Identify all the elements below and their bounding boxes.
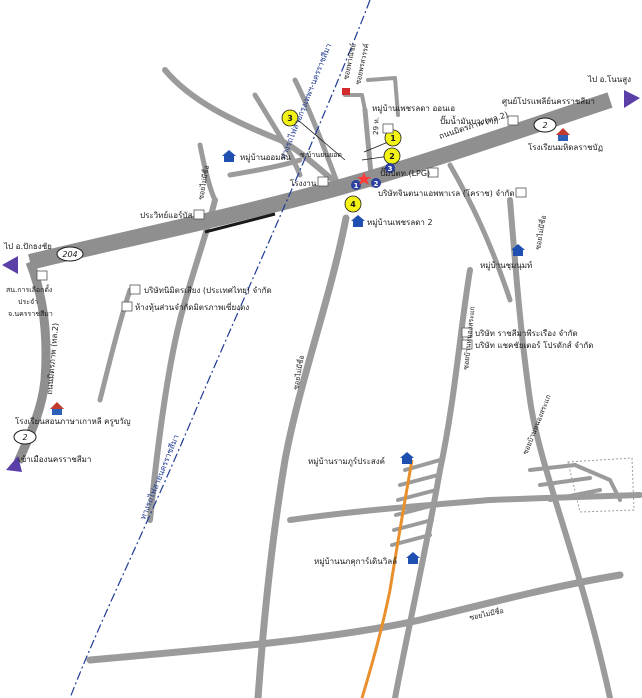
label-ban-noppakao: หมู่บ้านนภคุการ์เดินวิลล์: [314, 556, 397, 567]
house-icon-phet-lada-2: [351, 215, 365, 227]
label-ban-om-sin: หมู่บ้านออมสิน: [240, 153, 291, 163]
label-lottery-center: ศูนย์โปรแพลีย์นครราชสีมา: [502, 96, 595, 107]
box-anchor: [461, 339, 473, 350]
label-factory: โรงงาน: [290, 178, 317, 188]
label-anchor-company: บริษัท แชคชัยเตอร์ โปรดักส์ จำกัด: [475, 340, 593, 350]
road-south-left: [254, 214, 350, 698]
marker-2: 2: [361, 147, 401, 165]
railway: [69, 0, 371, 698]
label-election-office-3: จ.นครราชสีมา: [8, 310, 53, 318]
road-east: [507, 197, 613, 698]
box-factory: [317, 176, 329, 187]
box-oil: [507, 115, 519, 126]
label-election-office: สน.การเลือกตั้ง: [6, 283, 52, 294]
road-grid-4: [573, 463, 622, 502]
road-north-2: [252, 92, 303, 178]
highway-black-segment: [204, 212, 276, 234]
route-shield-2-south: 2: [13, 429, 37, 445]
label-soi-29: 29 ห.: [372, 117, 381, 135]
label-korean-school: โรงเรียนสอนภาษาเกาหลี ครูขวัญ: [15, 416, 131, 427]
marker-4: 4: [344, 195, 362, 213]
road-lower-horizontal: [86, 571, 624, 664]
road-left-vertical-2: [197, 142, 218, 203]
road-rib-2: [398, 473, 440, 487]
road-north-3: [292, 77, 343, 193]
label-oil-station: ปั๊มน้ำมันบางจาก: [440, 115, 499, 126]
box-ratchasima: [461, 327, 473, 338]
label-election-office-2: ประจำ: [18, 298, 38, 306]
arrow-south-icon: [6, 456, 22, 472]
road-factory: [227, 157, 303, 178]
marker-3-label: 3: [287, 114, 293, 123]
route-shield-2-east: 2: [533, 117, 557, 133]
marker-4-label: 4: [350, 200, 356, 209]
box-north: [382, 123, 394, 134]
school-icon-korean: [50, 402, 64, 415]
marker-1-label: 1: [390, 134, 396, 143]
route-shield-2-east-label: 2: [542, 121, 547, 130]
house-icon-chum-nut: [511, 244, 525, 256]
label-prawit: ประวิทย์แอร์บัส: [140, 210, 192, 220]
label-unnamed-alley-4: ซอยไม่มีชื่อ: [533, 215, 548, 251]
box-gas: [427, 167, 439, 178]
road-east-upper: [447, 162, 513, 303]
label-ban-ram-phu: หมู่บ้านรามภูร์ประสงค์: [308, 456, 385, 467]
marker-2-label: 2: [389, 152, 395, 161]
house-icon-om-sin: [222, 150, 236, 162]
road-mid-horizontal: [287, 492, 642, 523]
highway-2-main: [28, 92, 613, 270]
destination-pin-icon: [357, 172, 371, 185]
route-shield-204-label: 204: [62, 250, 77, 259]
label-nimit-siang: บริษัทนิมิตรเสียง (ประเทศไทย) จำกัด: [144, 286, 272, 295]
label-ban-chum-nut: หมู่บ้านชุมนุมท์: [480, 260, 532, 271]
arrow-west-icon: [2, 256, 18, 274]
blue-marker-3-label: 3: [388, 165, 393, 173]
box-mitraphap: [121, 301, 133, 312]
box-chinthana: [515, 187, 527, 198]
road-north-5: [366, 76, 400, 117]
label-mitraphap-shop: ห้างหุ้นส่วนจำกัดมิตรภาพเซี่ยงตง: [135, 301, 249, 312]
house-icon-ram-phu: [400, 452, 414, 464]
poi-boxes: [36, 115, 527, 350]
label-ban-phet-lada-2: หมู่บ้านเพชรลดา 2: [367, 218, 433, 228]
label-ratchasima-company: บริษัท ราชสีมาพีระเรือง จำกัด: [475, 329, 578, 338]
orange-road: [360, 459, 414, 698]
road-grid-3: [548, 488, 602, 502]
road-grid-2: [538, 476, 592, 487]
marker-3: 3: [281, 109, 346, 161]
blue-marker-2-label: 2: [374, 180, 379, 188]
road-south-center: [392, 267, 473, 698]
arrow-east-icon: [624, 90, 640, 108]
road-left-vertical: [147, 197, 218, 523]
red-building-icon: [342, 88, 350, 95]
label-soi-ban-yon: ซ.บ้านยนยอด: [300, 151, 342, 159]
route-shield-2-south-label: 2: [22, 433, 27, 442]
subdivision-outline: [567, 457, 635, 513]
box-election: [36, 270, 48, 281]
blue-marker-1: 1: [351, 180, 361, 190]
label-gas-station: ปั๊มปตท.(LPG): [380, 167, 430, 178]
road-spur-sw: [97, 287, 133, 403]
box-prawit: [193, 209, 205, 220]
route-shield-204: 204: [56, 246, 84, 262]
road-grid-1: [528, 463, 577, 472]
label-to-khon-kaen: ไป อ.โนนสูง: [587, 74, 631, 85]
minor-roads: [86, 67, 642, 698]
blue-marker-3: 3: [385, 163, 395, 173]
house-icon-noppakao: [406, 552, 420, 564]
label-ban-phet-lada-top: หมู่บ้านเพชรลดา ออนเอ: [372, 104, 455, 114]
school-icon-mahachai: [556, 128, 570, 141]
blue-marker-2: 2: [371, 178, 381, 188]
label-to-mueang: เข้าเมืองนครราชสีมา: [18, 455, 91, 464]
label-to-pak-thong-chai: ไป อ.ปักธงชัย: [3, 242, 52, 251]
blue-marker-1-label: 1: [354, 182, 359, 190]
label-school-mahachai: โรงเรียนมหิดลราชบัฏ: [528, 142, 603, 152]
label-chinthana: บริษัทจินตนาแอพพาเรล (โคราช) จำกัด: [378, 188, 515, 198]
box-nimit: [129, 284, 141, 295]
road-rib-3: [396, 488, 438, 502]
road-north-6: [343, 93, 367, 112]
